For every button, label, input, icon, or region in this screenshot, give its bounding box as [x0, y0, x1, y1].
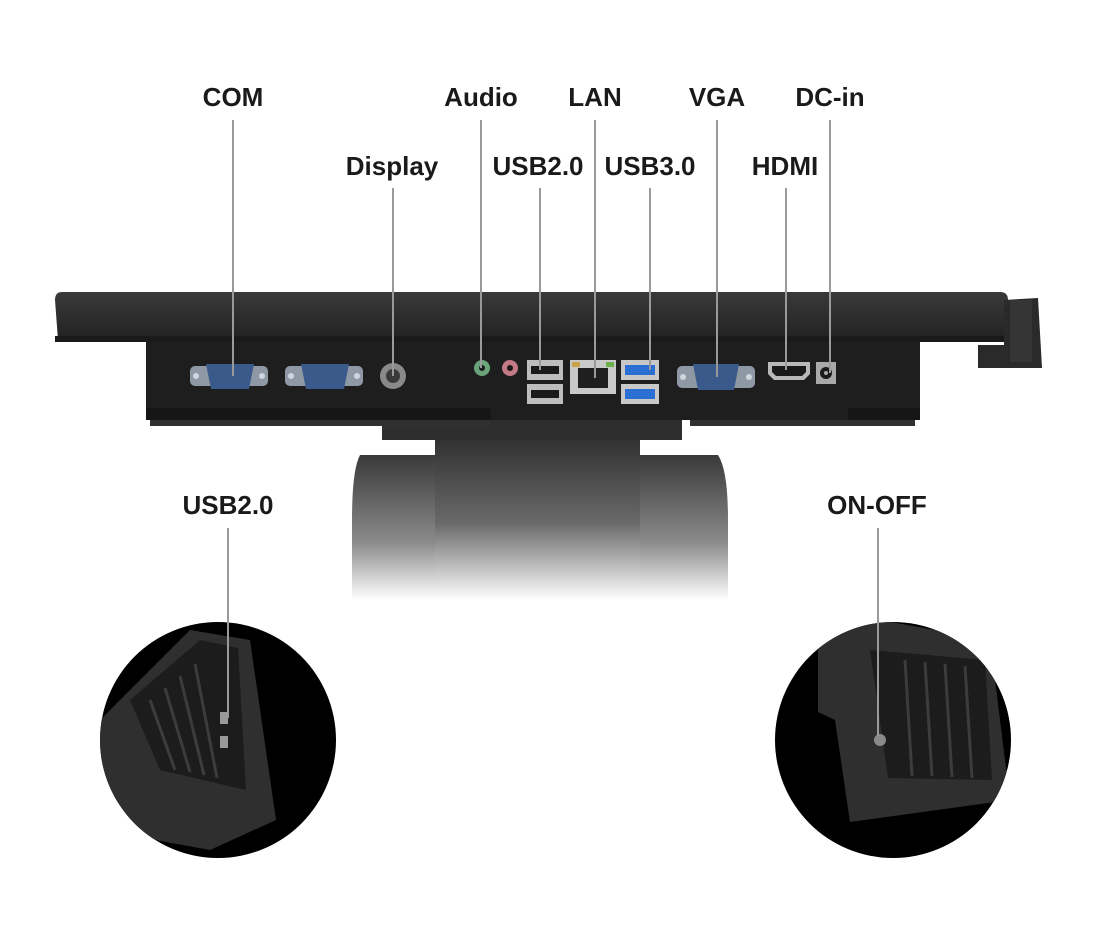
label-dc-in: DC-in [795, 82, 865, 112]
hdmi-port [768, 362, 810, 380]
usb2-side-inset [100, 528, 336, 858]
dc-in-port [816, 362, 836, 384]
com-port-2 [285, 364, 363, 389]
usb2-ports [527, 360, 563, 404]
on-off-inset [775, 528, 1011, 858]
stand [352, 420, 728, 600]
label-on-off: ON-OFF [827, 490, 927, 520]
label-com: COM [202, 82, 264, 112]
label-hdmi: HDMI [751, 151, 819, 181]
label-usb3: USB3.0 [604, 151, 696, 181]
leader-lines [232, 120, 831, 378]
label-usb2-side: USB2.0 [182, 490, 274, 520]
label-audio: Audio [444, 82, 518, 112]
label-lan: LAN [568, 82, 622, 112]
audio-jack-pink [502, 360, 518, 376]
com-port-1 [190, 364, 268, 389]
label-usb2-top: USB2.0 [492, 151, 584, 181]
lan-port [570, 360, 616, 394]
monitor-body [55, 292, 1042, 426]
label-vga: VGA [688, 82, 746, 112]
label-display: Display [345, 151, 439, 181]
